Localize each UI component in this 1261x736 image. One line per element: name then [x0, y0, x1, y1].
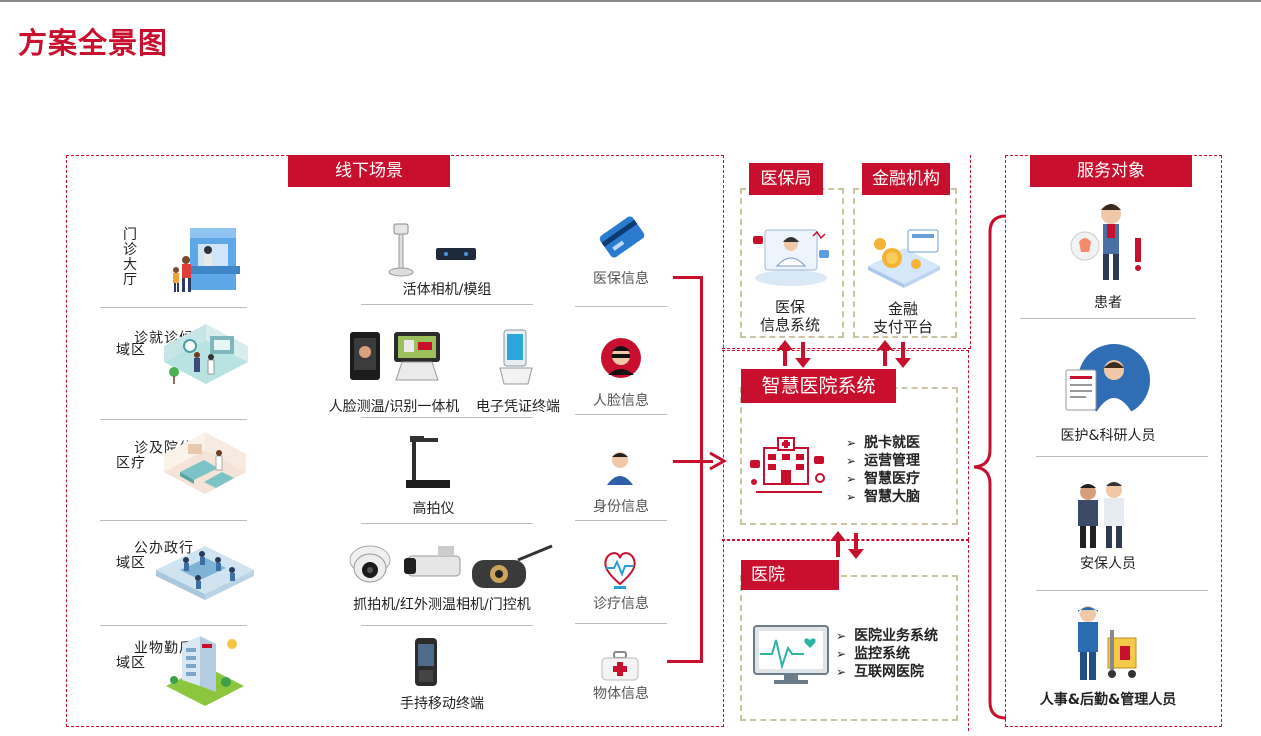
finance-platform-label: 金融支付平台 [872, 300, 933, 336]
smart-hospital-icon [750, 437, 825, 493]
document-camera-icon [406, 436, 450, 488]
row-separator [100, 520, 247, 521]
connector-line [700, 276, 703, 663]
waiting-area-icon [164, 324, 248, 384]
list-item: 脱卡就医 [846, 434, 956, 452]
inpatient-area-icon [164, 432, 246, 494]
insurance-system-icon [753, 229, 829, 286]
security-staff-icon [1078, 482, 1124, 548]
list-item: 医院业务系统 [836, 627, 956, 645]
object-info-icon [601, 651, 639, 681]
device-label-e-voucher: 电子凭证终端 [476, 399, 560, 415]
bidirectional-arrow-icon [777, 340, 811, 368]
list-item: 运营管理 [846, 452, 956, 470]
logistics-building-icon [166, 636, 244, 706]
finance-platform-icon [868, 229, 940, 288]
hospital-box [740, 575, 958, 721]
medical-card-icon [599, 216, 645, 258]
handheld-terminal-icon [415, 638, 437, 686]
connector-line [667, 660, 703, 663]
connector-line [673, 460, 713, 463]
bidirectional-arrow-icon [877, 340, 911, 368]
device-label-cameras: 抓拍机/红外测温相机/门控机 [353, 597, 531, 613]
row-separator [100, 307, 247, 308]
top-rule [0, 0, 1261, 2]
row-separator [575, 306, 667, 307]
outpatient-hall-icon [173, 228, 240, 292]
face-temp-terminal-icon [350, 332, 440, 381]
bidirectional-arrow-icon [830, 531, 864, 559]
list-item: 互联网医院 [836, 663, 956, 681]
info-label-insurance: 医保信息 [593, 271, 649, 287]
hospital-monitor-icon [753, 625, 829, 684]
service-targets-header: 服务对象 [1030, 155, 1192, 187]
info-label-object: 物体信息 [593, 686, 649, 702]
info-label-face: 人脸信息 [593, 393, 649, 409]
target-label-logistics: 人事&后勤&管理人员 [1039, 692, 1177, 708]
list-item: 智慧医疗 [846, 470, 956, 488]
row-separator [575, 520, 667, 521]
insurance-bureau-header: 医保局 [749, 163, 823, 195]
row-separator [1036, 456, 1208, 457]
page-title: 方案全景图 [18, 26, 169, 60]
device-label-handheld: 手持移动终端 [400, 696, 484, 712]
row-separator [361, 523, 533, 524]
list-item: 监控系统 [836, 645, 956, 663]
row-separator [100, 419, 247, 420]
live-camera-module-icon [388, 223, 476, 277]
connector-line [673, 276, 703, 279]
row-separator [361, 417, 533, 418]
row-separator [575, 623, 667, 624]
logistics-staff-icon [1078, 606, 1137, 680]
target-label-security: 安保人员 [1080, 556, 1136, 572]
smart-hospital-frame [722, 350, 969, 540]
platforms-frame [722, 155, 971, 349]
patient-icon [1070, 204, 1141, 280]
row-separator [361, 625, 533, 626]
target-label-patient: 患者 [1094, 295, 1122, 311]
arrow-right-icon [709, 451, 728, 471]
finance-institution-header: 金融机构 [862, 163, 950, 195]
info-label-identity: 身份信息 [593, 499, 649, 515]
scene-label-outpatient: 门诊大厅 [123, 227, 137, 288]
smart-hospital-feature-list: 脱卡就医 运营管理 智慧医疗 智慧大脑 [846, 434, 956, 506]
face-info-icon [601, 338, 641, 378]
medical-staff-icon [1065, 344, 1150, 416]
device-label-doc-camera: 高拍仪 [412, 501, 455, 517]
hospital-feature-list: 医院业务系统 监控系统 互联网医院 [836, 627, 956, 681]
hospital-header: 医院 [741, 560, 839, 590]
row-separator [575, 414, 667, 415]
row-separator [100, 625, 247, 626]
device-label-live-camera: 活体相机/模组 [402, 282, 492, 298]
surveillance-cameras-icon [349, 544, 553, 588]
info-label-diagnosis: 诊疗信息 [593, 596, 649, 612]
admin-office-icon [156, 546, 254, 600]
row-separator [1020, 318, 1196, 319]
diagnosis-info-icon [604, 552, 636, 589]
hospital-frame [722, 540, 969, 731]
target-label-medical-staff: 医护&科研人员 [1060, 428, 1156, 444]
identity-info-icon [607, 452, 633, 485]
e-voucher-terminal-icon [499, 329, 533, 385]
device-label-face-temp: 人脸测温/识别一体机 [328, 399, 460, 415]
smart-hospital-header: 智慧医院系统 [741, 369, 896, 403]
row-separator [1036, 590, 1208, 591]
list-item: 智慧大脑 [846, 488, 956, 506]
offline-scenes-header: 线下场景 [288, 155, 450, 187]
row-separator [361, 304, 533, 305]
brace-connector [973, 214, 1007, 720]
insurance-system-label: 医保信息系统 [759, 298, 820, 334]
